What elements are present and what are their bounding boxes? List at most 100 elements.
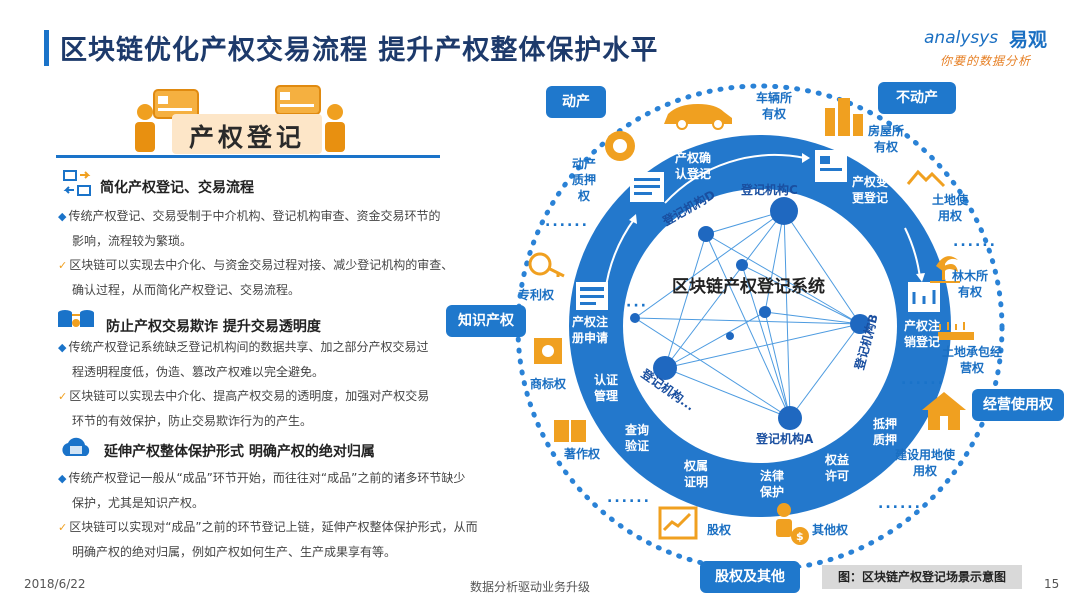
service-auth-label: 认证管理 (593, 373, 618, 403)
cloud-icon (62, 437, 90, 456)
service-ownership-label: 权属证明 (683, 459, 708, 489)
item-line: 传统产权登记、交易受制于中介机构、登记机构审查、资金交易环节的 (68, 209, 441, 223)
inner-white-circle (623, 189, 897, 463)
check-bullet-icon: ✓ (58, 259, 68, 272)
process-confirm-label: 产权确认登记 (674, 151, 711, 181)
service-legal-label: 法律保护 (759, 469, 784, 499)
section-body: ◆传统产权登记、交易受制于中介机构、登记机构审查、资金交易环节的 影响，流程较为… (58, 204, 538, 302)
register-change-icon (815, 150, 847, 182)
item-pledge: 动产质押权 (571, 157, 596, 203)
item-line: 传统产权登记系统缺乏登记机构间的数据共享、加之部分产权交易过 (68, 340, 429, 354)
item-forest: 林木所有权 (951, 269, 988, 299)
service-query-label: 查询验证 (624, 423, 649, 453)
section-title: 简化产权登记、交易流程 (100, 180, 254, 196)
process-apply-label: 产权注册申请 (571, 315, 608, 345)
banner-figures (135, 85, 345, 152)
list-item: ✓区块链可以实现去中介化、与资金交易过程对接、减少登记机构的审查、 (58, 253, 538, 278)
node-e (653, 356, 677, 380)
item-line: 明确产权的绝对归属，例如产权如何生产、生产成果享有等。 (72, 545, 397, 559)
node-small (759, 306, 771, 318)
item-line: 传统产权登记一般从“成品”环节开始，而往往对“成品”之前的诸多环节缺少 (68, 471, 466, 485)
list-item: ◆传统产权登记系统缺乏登记机构间的数据共享、加之部分产权交易过 (58, 335, 538, 360)
register-confirm-icon (630, 172, 664, 202)
node-small (736, 259, 748, 271)
gear-globe-icon (605, 131, 635, 161)
process-change-label: 产权变更登记 (851, 175, 888, 205)
category-immovable: 不动产 (878, 82, 956, 114)
item-construction: 建设用地使用权 (895, 448, 956, 478)
item-other: 其他权 (812, 523, 849, 537)
banner-background (172, 114, 322, 154)
person-card-right-icon (275, 85, 345, 152)
item-line: 程透明程度低，伪造、篡改产权难以完全避免。 (72, 365, 325, 379)
item-contract: 土地承包经营权 (942, 345, 1003, 375)
figure-caption: 图：区块链产权登记场景示意图 (822, 565, 1022, 589)
node-c (770, 197, 798, 225)
svg-text:$: $ (796, 530, 804, 543)
diamond-bullet-icon: ◆ (58, 472, 67, 485)
footer-slogan: 数据分析驱动业务升级 (470, 580, 591, 594)
field-icon (938, 322, 974, 340)
item-line: 区块链可以实现去中介化、提高产权交易的透明度，加强对产权交易 (69, 389, 430, 403)
section-title: 防止产权交易欺诈 提升交易透明度 (106, 319, 321, 335)
arrow-head-icon (802, 153, 810, 163)
diamond-bullet-icon: ◆ (58, 341, 67, 354)
register-cancel-icon (908, 282, 940, 312)
node-small (726, 332, 734, 340)
node-dots: ··· (626, 298, 648, 314)
palm-tree-icon (930, 256, 960, 283)
chart-icon (658, 506, 698, 540)
section-body: ◆传统产权登记一般从“成品”环节开始，而往往对“成品”之前的诸多环节缺少 保护，… (58, 466, 558, 564)
list-item: 程透明程度低，伪造、篡改产权难以完全避免。 (58, 360, 538, 384)
item-equity: 股权 (707, 523, 732, 537)
banner-title: 产权登记 (188, 123, 305, 152)
arrow-head-icon (629, 214, 637, 224)
ellipsis-operating: ...... (878, 496, 922, 512)
item-vehicle: 车辆所有权 (755, 91, 792, 121)
item-line: 保护，尤其是知识产权。 (72, 496, 205, 510)
node-small (630, 313, 640, 323)
exchange-icon (63, 170, 91, 196)
item-line: 环节的有效保护，防止交易欺诈行为的产生。 (72, 414, 313, 428)
ellipsis-immovable: ...... (953, 234, 997, 250)
process-cancel-label: 产权注销登记 (903, 319, 940, 349)
person-card-left-icon (135, 89, 199, 152)
item-line: 区块链可以实现去中介化、与资金交易过程对接、减少登记机构的审查、 (69, 258, 454, 272)
list-item: 明确产权的绝对归属，例如产权如何生产、生产成果享有等。 (58, 540, 558, 564)
node-d (698, 226, 714, 242)
buildings-icon (825, 98, 863, 136)
node-c-label: 登记机构C (741, 183, 798, 197)
mountain-icon (906, 169, 946, 188)
center-label: 区块链产权登记系统 (672, 277, 825, 297)
diamond-bullet-icon: ◆ (58, 210, 67, 223)
person-dollar-icon: $ (776, 503, 809, 545)
ellipsis-ip-top: ...... (545, 214, 589, 230)
logo-slogan: 你要的数据分析 (940, 54, 1032, 68)
item-copyright: 著作权 (564, 447, 601, 461)
category-equity-other: 股权及其他 (700, 561, 800, 593)
section-body: ◆传统产权登记系统缺乏登记机构间的数据共享、加之部分产权交易过 程透明程度低，伪… (58, 335, 538, 433)
logo-cn: 易观 (1009, 29, 1048, 51)
logo-text: analysys (924, 28, 999, 48)
car-icon (664, 104, 732, 130)
check-bullet-icon: ✓ (58, 390, 68, 403)
item-patent: 专利权 (518, 288, 555, 302)
item-line: 区块链可以实现对“成品”之前的环节登记上链，延伸产权整体保护形式，从而 (69, 520, 478, 534)
banner-underline (56, 155, 440, 158)
item-line: 确认过程，从而简化产权登记、交易流程。 (72, 283, 301, 297)
page-number: 15 (1044, 577, 1060, 591)
item-land: 土地使用权 (931, 193, 968, 223)
category-operating-right: 经营使用权 (972, 389, 1064, 421)
list-item: ◆传统产权登记一般从“成品”环节开始，而往往对“成品”之前的诸多环节缺少 (58, 466, 558, 491)
node-a-label: 登记机构A (756, 432, 814, 446)
item-house: 房屋所有权 (867, 124, 904, 154)
list-item: 保护，尤其是知识产权。 (58, 491, 558, 515)
node-a (778, 406, 802, 430)
safe-icon (534, 338, 562, 364)
node-b (850, 314, 870, 334)
network-lines (634, 210, 861, 419)
item-line: 影响，流程较为繁琐。 (72, 234, 193, 248)
key-icon (528, 252, 565, 278)
section-title: 延伸产权整体保护形式 明确产权的绝对归属 (104, 444, 375, 460)
register-apply-icon (576, 282, 608, 310)
